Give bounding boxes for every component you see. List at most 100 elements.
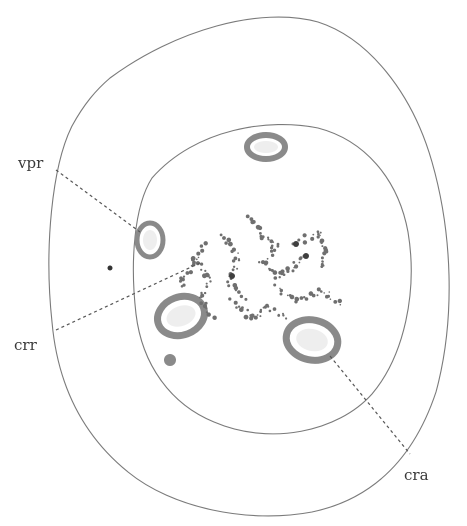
speckle-dot xyxy=(317,287,321,291)
speckle-dot xyxy=(285,317,287,319)
speckle-dot xyxy=(200,249,204,253)
speckle-dot xyxy=(237,252,239,254)
speckle-dot xyxy=(238,258,240,260)
speckle-dot xyxy=(206,283,208,285)
label-vpr: vpr xyxy=(17,154,44,172)
speckle-dot xyxy=(270,250,272,252)
speckle-dot xyxy=(205,307,207,309)
speckle-dot xyxy=(264,262,268,266)
speckle-dot xyxy=(322,251,326,255)
speckle-dot xyxy=(254,316,258,320)
dark-nucleus xyxy=(303,253,309,259)
speckle-dot xyxy=(321,256,324,259)
speckle-dot xyxy=(279,276,281,278)
speckle-dot xyxy=(292,261,295,264)
speckle-dot xyxy=(205,285,208,288)
speckle-dot xyxy=(320,232,322,234)
speckle-dot xyxy=(236,268,238,270)
speckle-dot xyxy=(227,284,230,287)
speckle-dot xyxy=(323,292,325,294)
speckle-dot xyxy=(327,295,330,298)
speckle-dot xyxy=(246,215,250,219)
cra-leader-line xyxy=(330,356,410,454)
speckle-dot xyxy=(224,241,227,244)
label-cra: cra xyxy=(404,466,429,484)
speckle-dot xyxy=(240,295,243,298)
speckle-dot xyxy=(320,265,323,268)
speckle-dot xyxy=(278,314,280,316)
speckle-dot xyxy=(256,225,261,230)
speckle-dot xyxy=(233,266,235,268)
speckle-dot xyxy=(292,269,295,272)
speckle-dot xyxy=(280,289,283,292)
label-crr: crr xyxy=(14,336,38,354)
dark-nucleus xyxy=(293,241,299,247)
speckle-dot xyxy=(267,237,269,239)
speckle-dot xyxy=(204,270,206,272)
speckle-dot xyxy=(220,234,223,237)
speckle-dot xyxy=(258,261,260,263)
speckle-dot xyxy=(232,259,235,262)
speckle-dot xyxy=(257,314,259,316)
speckle-dot xyxy=(209,277,211,279)
speckle-dot xyxy=(268,268,270,270)
speckle-dot xyxy=(228,242,233,247)
speckle-dot xyxy=(259,315,261,317)
speckle-dot xyxy=(321,260,323,262)
speckle-dot xyxy=(320,290,323,293)
speckle-dot xyxy=(179,280,182,283)
speckle-dot xyxy=(282,313,284,315)
speckle-dot xyxy=(280,293,283,296)
speckle-dot xyxy=(200,269,202,271)
vpr-leader-line xyxy=(56,170,140,232)
speckle-dot xyxy=(294,300,297,303)
speckle-dot xyxy=(238,306,240,308)
speckle-dot xyxy=(274,276,278,280)
speckle-dot xyxy=(235,306,238,309)
speckle-dot xyxy=(189,270,193,274)
speckle-dot xyxy=(228,297,231,300)
speckle-dot xyxy=(237,290,241,294)
speckle-dot xyxy=(270,239,274,243)
speckle-dot xyxy=(277,243,280,246)
vpr-vessel xyxy=(137,223,163,257)
speckle-dot xyxy=(294,264,298,268)
speckle-dot xyxy=(191,256,196,261)
speckle-dot xyxy=(186,271,190,275)
speckle-dot xyxy=(312,237,314,239)
speckle-dot xyxy=(312,234,314,236)
speckle-dot xyxy=(317,235,320,238)
speckle-dot xyxy=(299,262,301,264)
speckle-dot xyxy=(209,280,211,282)
speckle-dot xyxy=(235,289,237,291)
speckle-dot xyxy=(207,312,211,316)
speckle-dot xyxy=(340,304,342,306)
speckle-dot xyxy=(273,272,276,275)
speckle-dot xyxy=(260,235,263,238)
speckle-dot xyxy=(259,232,262,235)
speckle-dot xyxy=(252,220,256,224)
speckle-dot xyxy=(317,233,320,236)
speckle-dot xyxy=(270,246,273,249)
speckle-dot xyxy=(320,242,323,245)
speckle-dot xyxy=(312,294,316,298)
speckle-dot xyxy=(285,266,290,271)
speckle-dot xyxy=(299,256,302,259)
speckle-dot xyxy=(333,300,337,304)
speckle-dot xyxy=(300,296,303,299)
speckle-dot xyxy=(226,280,229,283)
speckle-dot xyxy=(279,288,281,290)
small-cell xyxy=(164,354,176,366)
speckle-dot xyxy=(232,248,236,252)
speckle-dot xyxy=(227,238,232,243)
speckle-dot xyxy=(305,297,309,301)
speckle-dot xyxy=(246,309,249,312)
speckle-dot xyxy=(204,292,206,294)
speckle-dot xyxy=(239,307,244,312)
speckle-dot xyxy=(280,269,284,273)
dark-nucleus xyxy=(229,273,235,279)
speckle-dot xyxy=(269,310,272,313)
speckle-dot xyxy=(196,252,200,256)
top-vessel xyxy=(247,135,285,159)
isolated-dot xyxy=(108,266,113,271)
